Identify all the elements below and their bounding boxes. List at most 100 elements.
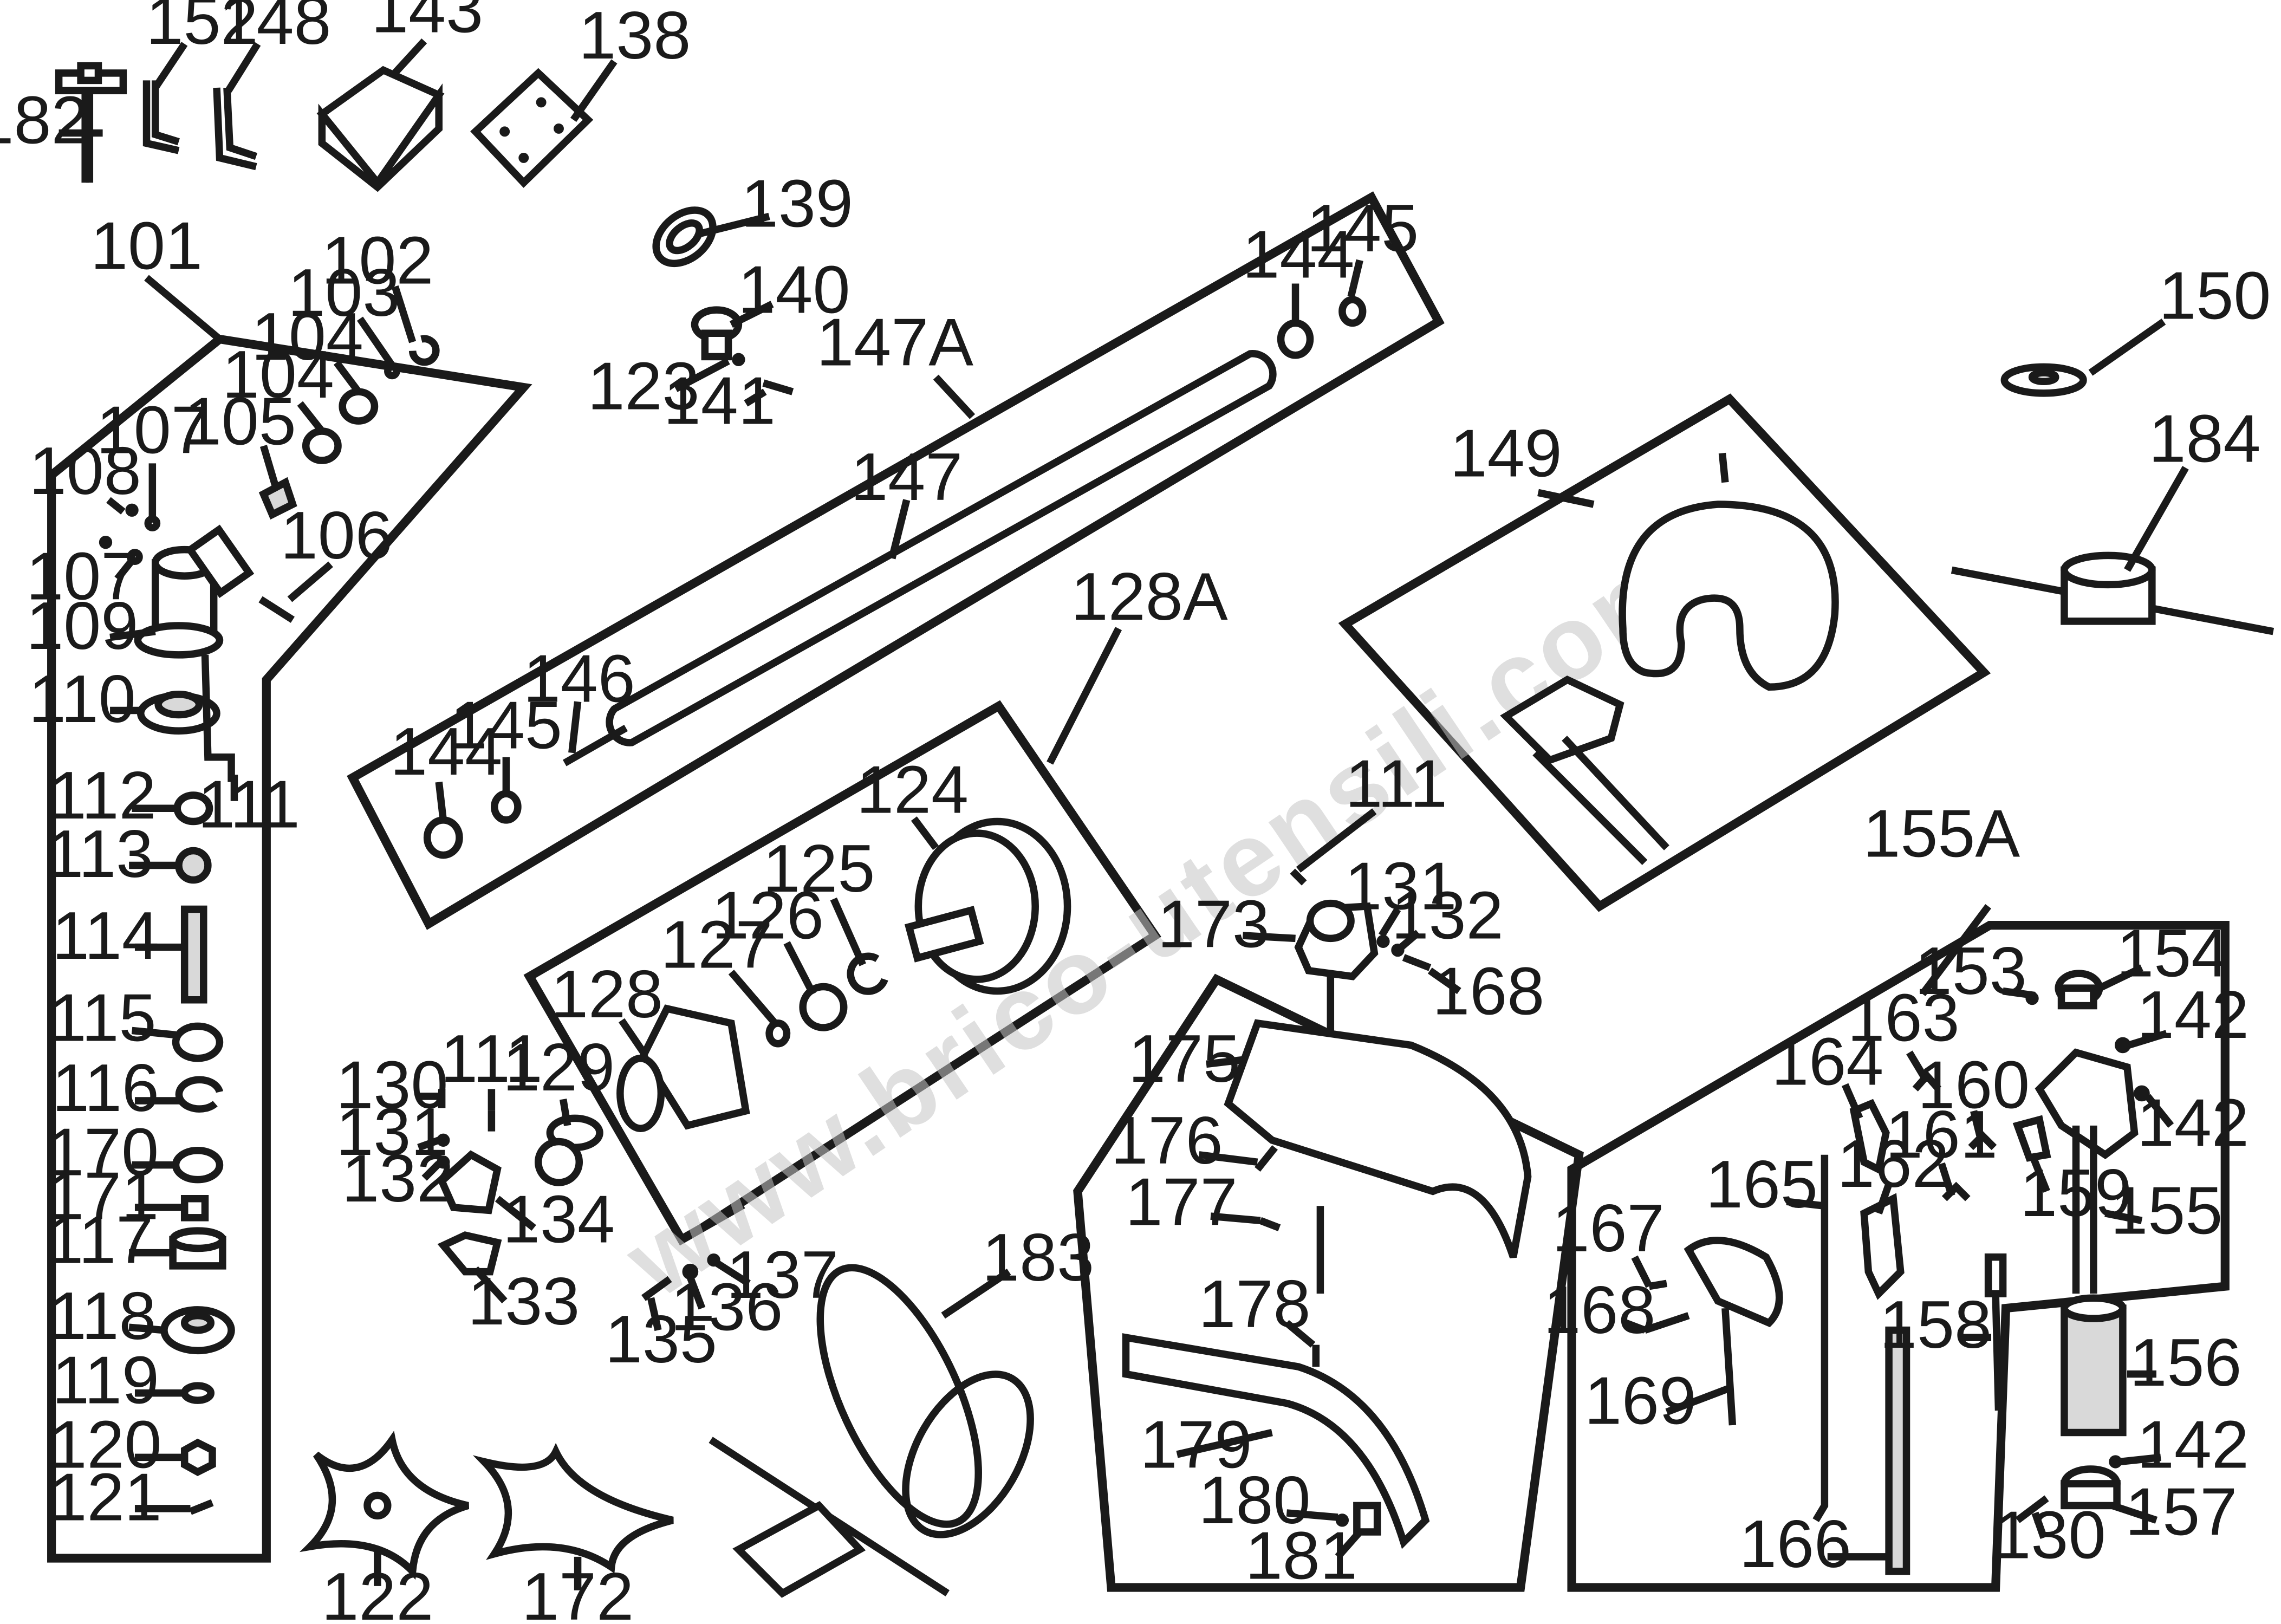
label-122: 122 <box>321 1560 433 1624</box>
grip-156 <box>2061 1294 2127 1437</box>
plate-138 <box>470 68 594 188</box>
label-133: 133 <box>467 1264 580 1339</box>
washer-131 <box>437 1133 450 1147</box>
label-147A: 147A <box>816 306 973 380</box>
nut-120 <box>180 1438 216 1476</box>
label-117: 117 <box>46 1203 153 1277</box>
bearing-115 <box>172 1022 224 1062</box>
group-149-outline <box>1338 393 1991 912</box>
label-127: 127 <box>660 907 772 982</box>
label-140: 140 <box>738 252 850 327</box>
clutch-drum-124 <box>904 817 1071 995</box>
washer-131-guard <box>1376 934 1390 948</box>
label-104a: 104 <box>251 300 363 374</box>
label-181: 181 <box>1245 1518 1357 1593</box>
group-175-outline <box>1073 973 1584 1592</box>
label-152: 152 <box>146 0 258 59</box>
label-153: 153 <box>1915 934 2027 1009</box>
bushing-144-left <box>423 816 463 859</box>
label-182: 182 <box>0 83 89 158</box>
clamp-133 <box>437 1231 502 1276</box>
screw-168-handle <box>1643 1312 1690 1334</box>
label-123: 123 <box>587 349 699 424</box>
label-111a: 111 <box>198 767 300 842</box>
tools-accessories <box>55 62 594 192</box>
label-120: 120 <box>49 1407 161 1482</box>
cover-110 <box>137 691 220 735</box>
leader-lines <box>59 38 2189 1590</box>
label-134: 134 <box>503 1183 615 1257</box>
label-124: 124 <box>856 752 969 827</box>
guard-175 <box>1224 1019 1532 1258</box>
group-128A-outline <box>523 700 1161 1246</box>
washer-123 <box>732 353 745 366</box>
label-105: 105 <box>184 384 296 459</box>
label-110: 110 <box>29 662 136 737</box>
switch-169 <box>1684 1237 1783 1426</box>
label-107a: 107 <box>96 393 209 468</box>
label-109: 109 <box>26 589 138 664</box>
label-157: 157 <box>2125 1474 2237 1549</box>
bolt-135 <box>641 1276 672 1301</box>
label-167: 167 <box>1552 1191 1664 1266</box>
label-137: 137 <box>726 1238 839 1313</box>
conduit-166 <box>1885 1326 1910 1575</box>
washer-137 <box>707 1253 720 1267</box>
drive-shaft-parts <box>423 206 1367 859</box>
washer-119 <box>180 1382 215 1404</box>
group-155A-outline <box>1567 921 2230 1592</box>
label-170: 170 <box>47 1115 159 1190</box>
group-147A-outline <box>347 191 1445 930</box>
clamp-134 <box>437 1150 502 1214</box>
label-159: 159 <box>2020 1156 2132 1231</box>
label-114: 114 <box>52 899 159 973</box>
harness-183 <box>709 1264 1034 1598</box>
label-142c: 142 <box>2137 1407 2249 1482</box>
label-173: 173 <box>1158 887 1270 962</box>
label-142a: 142 <box>2137 978 2249 1053</box>
screw-108b <box>99 535 113 549</box>
cup-117 <box>169 1227 226 1270</box>
label-138: 138 <box>579 0 691 73</box>
label-111c: 111 <box>1345 747 1447 822</box>
label-180: 180 <box>1198 1463 1310 1538</box>
circlip-125 <box>847 952 888 995</box>
shaft-fittings <box>437 1089 502 1276</box>
washer-142-bottom <box>2109 1455 2122 1469</box>
spring-113 <box>175 847 212 884</box>
label-156: 156 <box>2129 1326 2241 1400</box>
pinion-105 <box>258 477 297 520</box>
pin-121 <box>189 1499 214 1515</box>
label-172: 172 <box>522 1560 634 1624</box>
label-155A: 155A <box>1863 796 2020 871</box>
label-163: 163 <box>1848 980 1960 1055</box>
bushing-144-right <box>1277 319 1314 359</box>
allen-key-152 <box>142 80 180 154</box>
label-160: 160 <box>1918 1048 2030 1122</box>
extension-179 <box>1122 1333 1430 1549</box>
label-129: 129 <box>503 1030 615 1105</box>
clamp-157 <box>2061 1465 2121 1510</box>
label-162: 162 <box>1837 1127 1949 1201</box>
label-107b: 107 <box>26 539 138 614</box>
blades <box>299 1264 1034 1598</box>
label-168b: 168 <box>1543 1273 1655 1348</box>
label-144b: 144 <box>390 714 502 789</box>
handle-parts <box>1500 363 2274 865</box>
label-150: 150 <box>2159 258 2271 333</box>
label-164: 164 <box>1771 1024 1883 1099</box>
bolt-141 <box>762 379 794 395</box>
label-178: 178 <box>1198 1267 1310 1342</box>
group-outlines <box>47 191 2230 1592</box>
washer-107a <box>144 515 161 531</box>
label-128: 128 <box>551 957 663 1032</box>
label-141: 141 <box>664 364 776 439</box>
label-177: 177 <box>1126 1165 1238 1239</box>
bearing-104-upper <box>339 388 379 425</box>
cable-165 <box>1812 1154 1829 1522</box>
blade-181 <box>1353 1502 1381 1536</box>
label-108: 108 <box>29 434 141 509</box>
guard-parts <box>1122 868 1532 1549</box>
blade-122-hole <box>363 1491 392 1520</box>
